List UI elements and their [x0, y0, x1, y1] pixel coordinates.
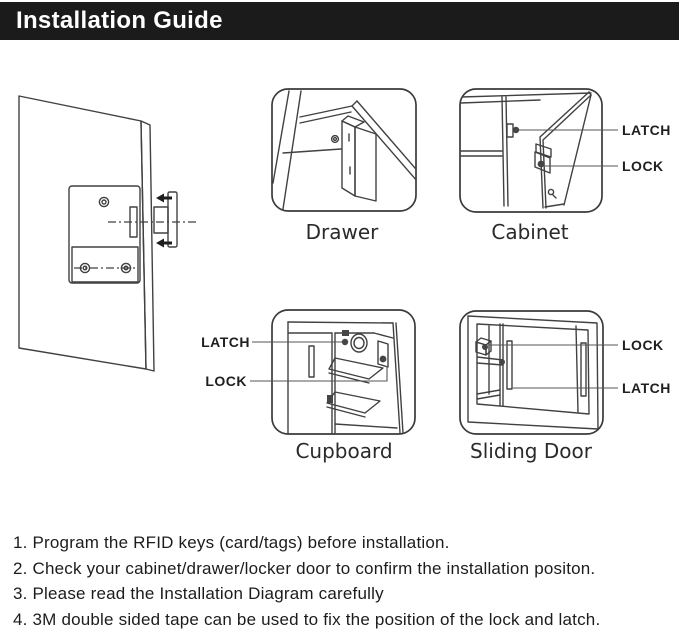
sliding-door-illustration — [459, 310, 618, 435]
cupboard-caption: Cupboard — [295, 439, 393, 463]
instruction-line: 2. Check your cabinet/drawer/locker door… — [13, 558, 596, 578]
cabinet-latch-label: LATCH — [622, 122, 671, 138]
header-bar: Installation Guide — [0, 2, 679, 40]
instruction-line: 4. 3M double sided tape can be used to f… — [13, 609, 601, 629]
sliding-door-latch-label: LATCH — [622, 380, 671, 396]
cabinet-illustration — [459, 88, 618, 213]
page-title: Installation Guide — [16, 7, 223, 34]
sliding-door-latch-dot — [499, 359, 505, 365]
sliding-door-caption: Sliding Door — [470, 439, 592, 463]
cupboard-lock-label: LOCK — [205, 373, 247, 389]
instructions-list: 1. Program the RFID keys (card/tags) bef… — [13, 530, 673, 630]
cupboard-lock-callout-line — [250, 366, 388, 382]
instruction-line: 1. Program the RFID keys (card/tags) bef… — [13, 533, 450, 552]
drawer-illustration — [271, 88, 417, 212]
cabinet-latch-dot — [512, 126, 520, 134]
arrow-left-top-icon — [156, 193, 172, 203]
sliding-door-lock-label: LOCK — [622, 337, 664, 353]
instruction-line: 3. Please read the Installation Diagram … — [13, 584, 384, 603]
door-lock-illustration — [18, 95, 196, 372]
latch-unit — [153, 191, 178, 248]
arrow-left-bottom-icon — [156, 238, 172, 248]
sliding-door-lock-dot — [482, 344, 488, 350]
cupboard-latch-dot — [341, 338, 349, 346]
cupboard-illustration — [250, 309, 416, 435]
cabinet-lock-label: LOCK — [622, 158, 664, 174]
drawer-caption: Drawer — [305, 220, 379, 244]
cupboard-latch-label: LATCH — [201, 334, 250, 350]
cupboard-lock-dot — [379, 355, 387, 363]
cabinet-caption: Cabinet — [491, 220, 569, 244]
cabinet-lock-dot — [537, 160, 545, 168]
